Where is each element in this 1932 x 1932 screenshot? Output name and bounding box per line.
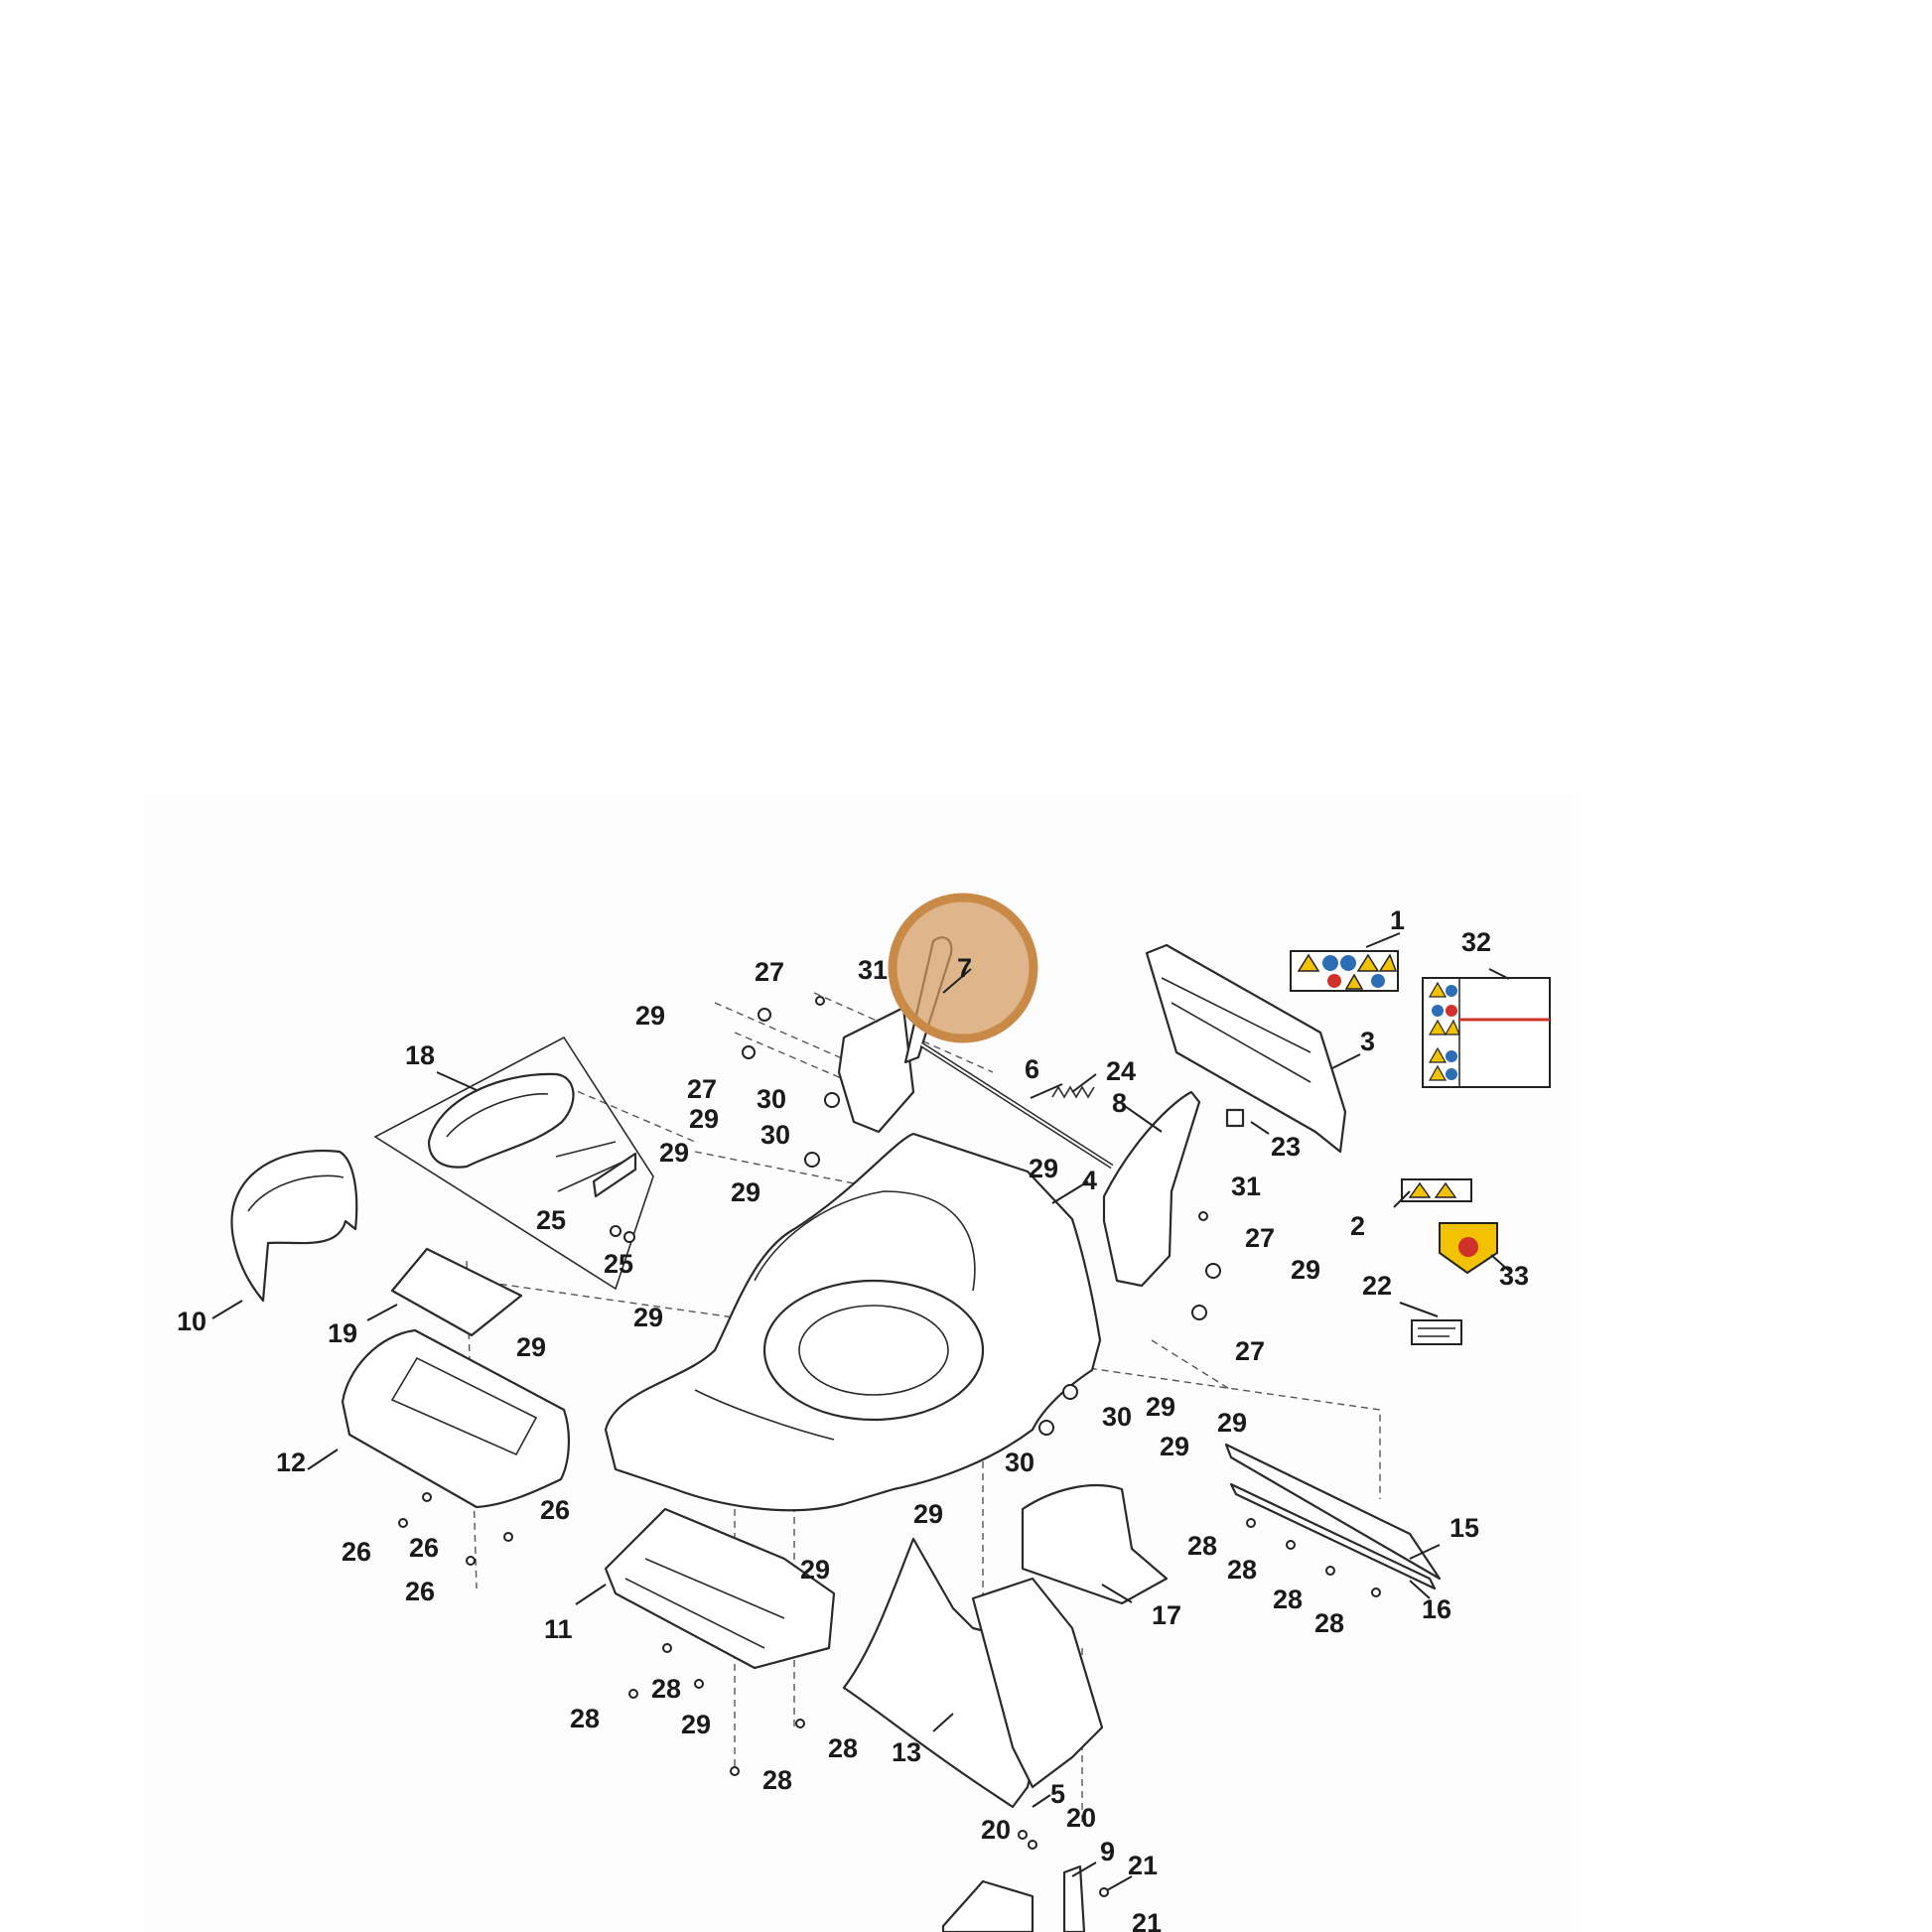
- callout-28c: 28: [828, 1733, 858, 1763]
- warning-icons-label-32: [1428, 978, 1550, 1087]
- callout-29c: 29: [659, 1138, 689, 1168]
- callout-26d: 26: [405, 1577, 435, 1606]
- part-3-rear-flap-frame[interactable]: [1145, 943, 1347, 1154]
- callout-8: 8: [1112, 1088, 1127, 1118]
- callout-17: 17: [1152, 1600, 1181, 1630]
- callout-25b: 25: [604, 1249, 633, 1279]
- part-19-insert[interactable]: [390, 1247, 523, 1337]
- callout-29e: 29: [1029, 1154, 1058, 1183]
- callout-20a: 20: [981, 1815, 1011, 1845]
- callout-28f: 28: [1227, 1555, 1257, 1585]
- callout-18: 18: [405, 1040, 435, 1070]
- callout-23: 23: [1271, 1132, 1301, 1162]
- callout-20b: 20: [1066, 1803, 1096, 1833]
- callout-27c: 27: [1245, 1223, 1275, 1253]
- leader-lines: [211, 932, 1510, 1891]
- callout-30d: 30: [1005, 1448, 1035, 1477]
- callout-5: 5: [1050, 1779, 1065, 1809]
- callout-28g: 28: [1273, 1585, 1303, 1614]
- callout-1: 1: [1390, 905, 1405, 935]
- callout-29l: 29: [913, 1499, 943, 1529]
- callout-29i: 29: [1146, 1392, 1175, 1422]
- part-16-strip[interactable]: [1229, 1482, 1437, 1590]
- callout-27d: 27: [1235, 1336, 1265, 1366]
- callout-28a: 28: [570, 1704, 600, 1733]
- part-9-bracket[interactable]: [941, 1879, 1035, 1932]
- callout-21b: 21: [1132, 1908, 1162, 1932]
- part-15-strip[interactable]: [1224, 1443, 1442, 1581]
- callout-12: 12: [276, 1448, 306, 1477]
- highlight-ring-7: [888, 893, 1038, 1043]
- callout-28b: 28: [651, 1674, 681, 1704]
- callout-30a: 30: [757, 1084, 786, 1114]
- callout-15: 15: [1449, 1513, 1479, 1543]
- part-22-label[interactable]: [1411, 1319, 1462, 1345]
- callout-30b: 30: [760, 1120, 790, 1150]
- callout-19: 19: [328, 1318, 357, 1348]
- part-18-cover[interactable]: [427, 1072, 575, 1169]
- part-17-deflector[interactable]: [1021, 1483, 1169, 1605]
- part-23-clip[interactable]: [1225, 1108, 1245, 1128]
- part-12-rear-flap[interactable]: [341, 1328, 571, 1509]
- deck-blade-opening: [762, 1279, 985, 1422]
- warning-triangles-label-1: [1297, 953, 1398, 990]
- callout-32: 32: [1461, 927, 1491, 957]
- callout-29g: 29: [633, 1303, 663, 1332]
- callout-29b: 29: [689, 1104, 719, 1134]
- fasteners: [398, 996, 1381, 1897]
- callout-labels: 1 2 3 4 5 6 7 8 9 10 11 12 13 15 16 17 1…: [177, 905, 1529, 1932]
- callout-24: 24: [1106, 1056, 1136, 1086]
- callout-29n: 29: [681, 1710, 711, 1739]
- callout-26b: 26: [409, 1533, 439, 1563]
- part-18-bracket: [592, 1152, 637, 1198]
- callout-28e: 28: [1187, 1531, 1217, 1561]
- callout-6: 6: [1025, 1054, 1039, 1084]
- callout-29j: 29: [1217, 1408, 1247, 1438]
- callout-30c: 30: [1102, 1402, 1132, 1432]
- part-8-handle-bracket-right[interactable]: [1102, 1090, 1201, 1288]
- callout-29d: 29: [731, 1177, 760, 1207]
- callout-33: 33: [1499, 1261, 1529, 1291]
- callout-10: 10: [177, 1307, 207, 1336]
- callout-27b: 27: [687, 1074, 717, 1104]
- hand-warning-icon: [1458, 1237, 1478, 1257]
- group-box-18: [373, 1035, 654, 1291]
- callout-25a: 25: [536, 1205, 566, 1235]
- part-9-plate: [1062, 1864, 1086, 1932]
- callout-7: 7: [957, 953, 972, 983]
- callout-11: 11: [544, 1614, 573, 1644]
- callout-29k: 29: [1160, 1432, 1189, 1461]
- callout-29f: 29: [1291, 1255, 1320, 1285]
- callout-31b: 31: [1231, 1172, 1261, 1201]
- warning-triangle-icon: [1434, 1181, 1457, 1198]
- callout-29m: 29: [800, 1555, 830, 1585]
- callout-27a: 27: [755, 957, 784, 987]
- callout-28h: 28: [1314, 1608, 1344, 1638]
- callout-26a: 26: [342, 1537, 371, 1567]
- callout-28d: 28: [762, 1765, 792, 1795]
- callout-29h: 29: [516, 1332, 546, 1362]
- warning-triangle-icon: [1408, 1181, 1432, 1198]
- callout-29a: 29: [635, 1001, 665, 1031]
- callout-4: 4: [1082, 1166, 1097, 1195]
- callout-9: 9: [1100, 1837, 1115, 1866]
- callout-2: 2: [1350, 1211, 1365, 1241]
- part-10-guard[interactable]: [230, 1149, 358, 1303]
- part-13-chute-body[interactable]: [971, 1577, 1104, 1789]
- callout-16: 16: [1422, 1594, 1451, 1624]
- callout-3: 3: [1360, 1027, 1375, 1056]
- callout-21a: 21: [1128, 1851, 1158, 1880]
- callout-13: 13: [892, 1737, 921, 1767]
- callout-31a: 31: [858, 955, 888, 985]
- part-11-front-housing[interactable]: [604, 1507, 836, 1670]
- callout-26c: 26: [540, 1495, 570, 1525]
- callout-22: 22: [1362, 1271, 1392, 1301]
